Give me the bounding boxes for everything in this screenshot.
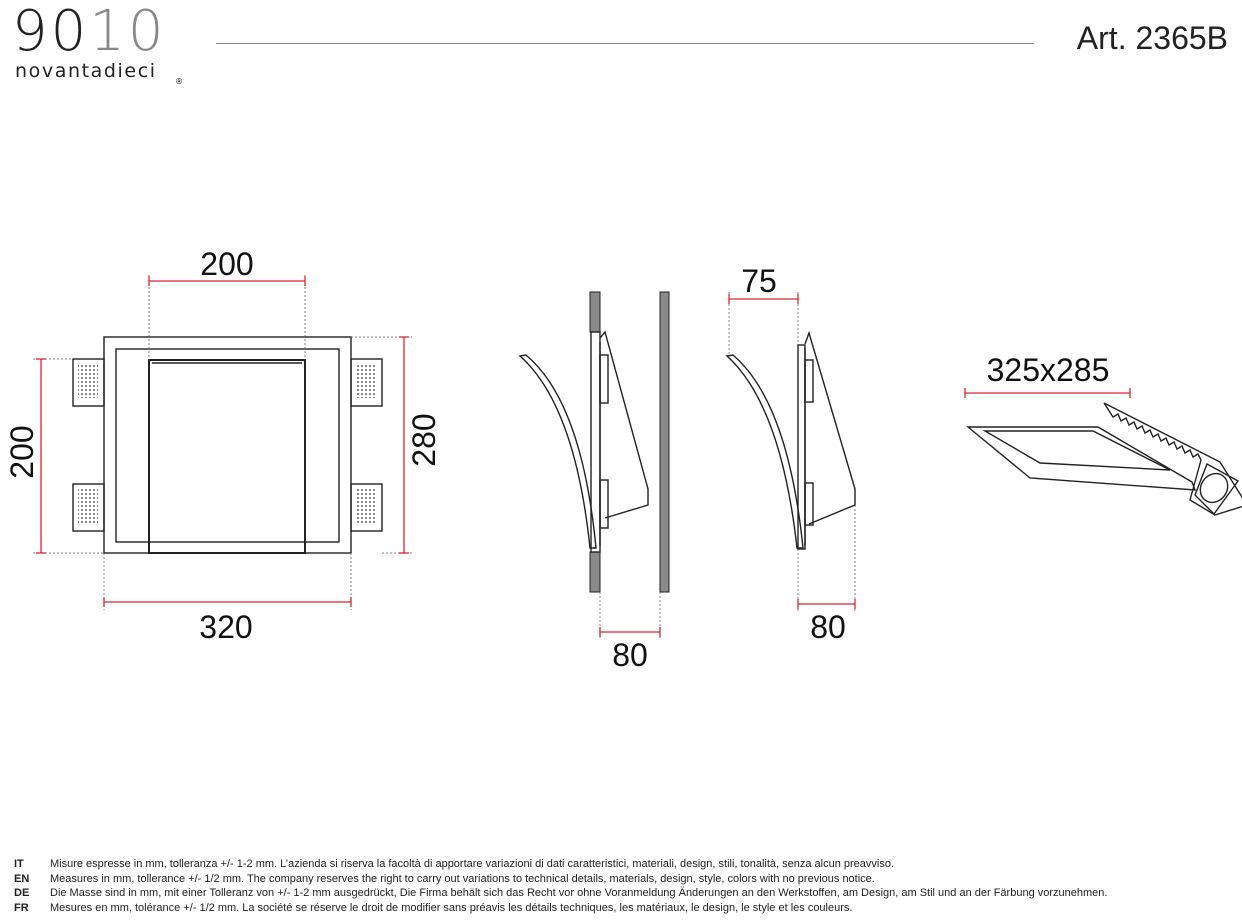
note-text: Measures in mm, tollerance +/- 1/2 mm. T… [50,872,875,885]
cutout-illustration [966,402,1242,516]
note-lang: DE [14,887,30,899]
registered-mark: ® [175,77,183,86]
curved-diffuser [518,354,597,549]
note-text: Misure espresse in mm, tolleranza +/- 1-… [50,858,895,870]
fixing-tab-bottom-left [72,483,105,532]
note-fr: FR Mesures en mm, tolérance +/- 1/2 mm. L… [14,901,1234,916]
tab-perforation [357,364,377,398]
dim-front-right-height: 280 [406,413,442,466]
saw-handle [1194,463,1240,516]
profile-reflector [804,330,856,525]
side-view-profile [725,330,856,550]
note-en: EN Measures in mm, tollerance +/- 1/2 mm.… [14,872,1234,887]
dim-side2-bottom-depth: 80 [810,609,846,645]
fixing-tab-top-left [72,358,105,407]
dim-front-top-width: 200 [200,246,253,282]
clip-top [599,354,609,404]
note-text: Die Masse sind in mm, mit einer Tolleran… [50,887,1108,899]
note-lang: EN [14,872,30,885]
legal-notes: IT Misure espresse in mm, tolleranza +/- … [14,857,1234,915]
note-text: Mesures en mm, tolérance +/- 1/2 mm. La … [50,901,853,914]
tab-perforation [357,489,377,523]
profile-clip-bottom [804,482,814,526]
saw-teeth [1103,402,1202,461]
dim-front-bottom-width: 320 [199,609,252,645]
article-code: Art. 2365B [1077,20,1228,57]
cutout-opening [982,430,1171,471]
note-lang: IT [14,858,24,870]
wall-section-bottom [589,551,601,593]
cutout-dimension-line [964,388,1131,398]
logo-number-dark: 90 [12,0,90,64]
header-rule [216,43,1034,44]
side1-dimension-lines [599,627,661,637]
note-lang: FR [14,901,29,914]
reflector-profile [599,330,649,519]
fixing-tab-bottom-right [350,483,383,532]
side-view-installed [518,291,670,593]
dim-side1-depth: 80 [612,637,648,673]
article-number: 2365B [1135,20,1228,56]
front-dimension-lines [36,276,409,607]
cutout-panel [966,426,1197,491]
dim-side2-top-depth: 75 [741,263,777,299]
side1-extension-lines [599,592,661,640]
article-prefix: Art. [1076,20,1127,56]
brand-logo-word: novantadieci [15,60,157,82]
dim-cutout: 325x285 [987,352,1110,388]
wall-section-top [589,291,601,333]
note-de: DE Die Masse sind in mm, mit einer Toller… [14,886,1234,901]
front-outer-frame [103,336,352,554]
tab-perforation [78,364,98,398]
front-inner-frame [115,348,340,543]
side2-extension-lines [728,292,856,612]
profile-clip-top [804,359,814,403]
front-opening [148,359,306,554]
saw-blade-body [1103,402,1242,516]
profile-curved-diffuser [725,354,804,549]
front-extension-lines [33,275,412,610]
brand-logo-number: 9010 [12,0,167,64]
dim-front-left-height: 200 [4,425,40,478]
wall-section-right [659,291,670,593]
note-it: IT Misure espresse in mm, tolleranza +/- … [14,857,1234,872]
clip-bottom [599,479,609,529]
logo-number-light: 10 [89,0,167,64]
fixing-tab-top-right [350,358,383,407]
saw-handle-hole [1199,472,1229,504]
side2-dimension-lines [728,294,856,609]
front-view [72,336,383,554]
tab-perforation [78,489,98,523]
